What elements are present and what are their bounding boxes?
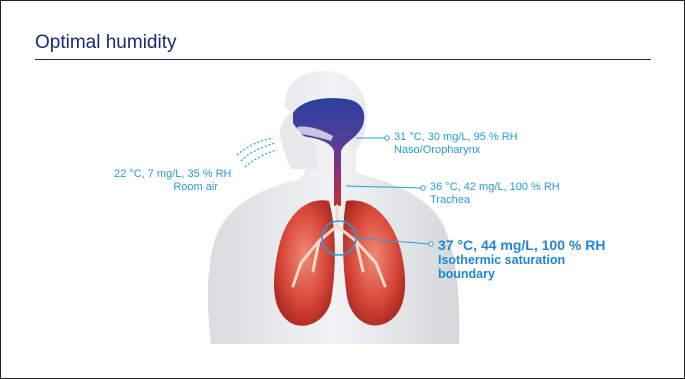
isothermic-line1: Isothermic saturation xyxy=(438,253,605,267)
isothermic-line2: boundary xyxy=(438,267,605,281)
naso-values: 31 °C, 30 mg/L, 95 % RH xyxy=(394,131,518,144)
naso-location: Naso/Oropharynx xyxy=(394,144,518,157)
label-trachea: 36 °C, 42 mg/L, 100 % RH Trachea xyxy=(430,181,560,207)
leader-naso-dot xyxy=(385,136,389,140)
room-air-values: 22 °C, 7 mg/L, 35 % RH xyxy=(114,168,218,181)
leader-isothermic-dot xyxy=(429,242,433,246)
isothermic-values: 37 °C, 44 mg/L, 100 % RH xyxy=(438,237,605,253)
breath-lines-icon xyxy=(237,138,277,167)
label-naso-oropharynx: 31 °C, 30 mg/L, 95 % RH Naso/Oropharynx xyxy=(394,131,518,157)
label-isothermic-boundary: 37 °C, 44 mg/L, 100 % RH Isothermic satu… xyxy=(438,237,605,281)
trachea-location: Trachea xyxy=(430,194,560,207)
leader-trachea-dot xyxy=(421,186,425,190)
trachea-values: 36 °C, 42 mg/L, 100 % RH xyxy=(430,181,560,194)
room-air-location: Room air xyxy=(114,181,218,194)
label-room-air: 22 °C, 7 mg/L, 35 % RH Room air xyxy=(114,168,218,194)
